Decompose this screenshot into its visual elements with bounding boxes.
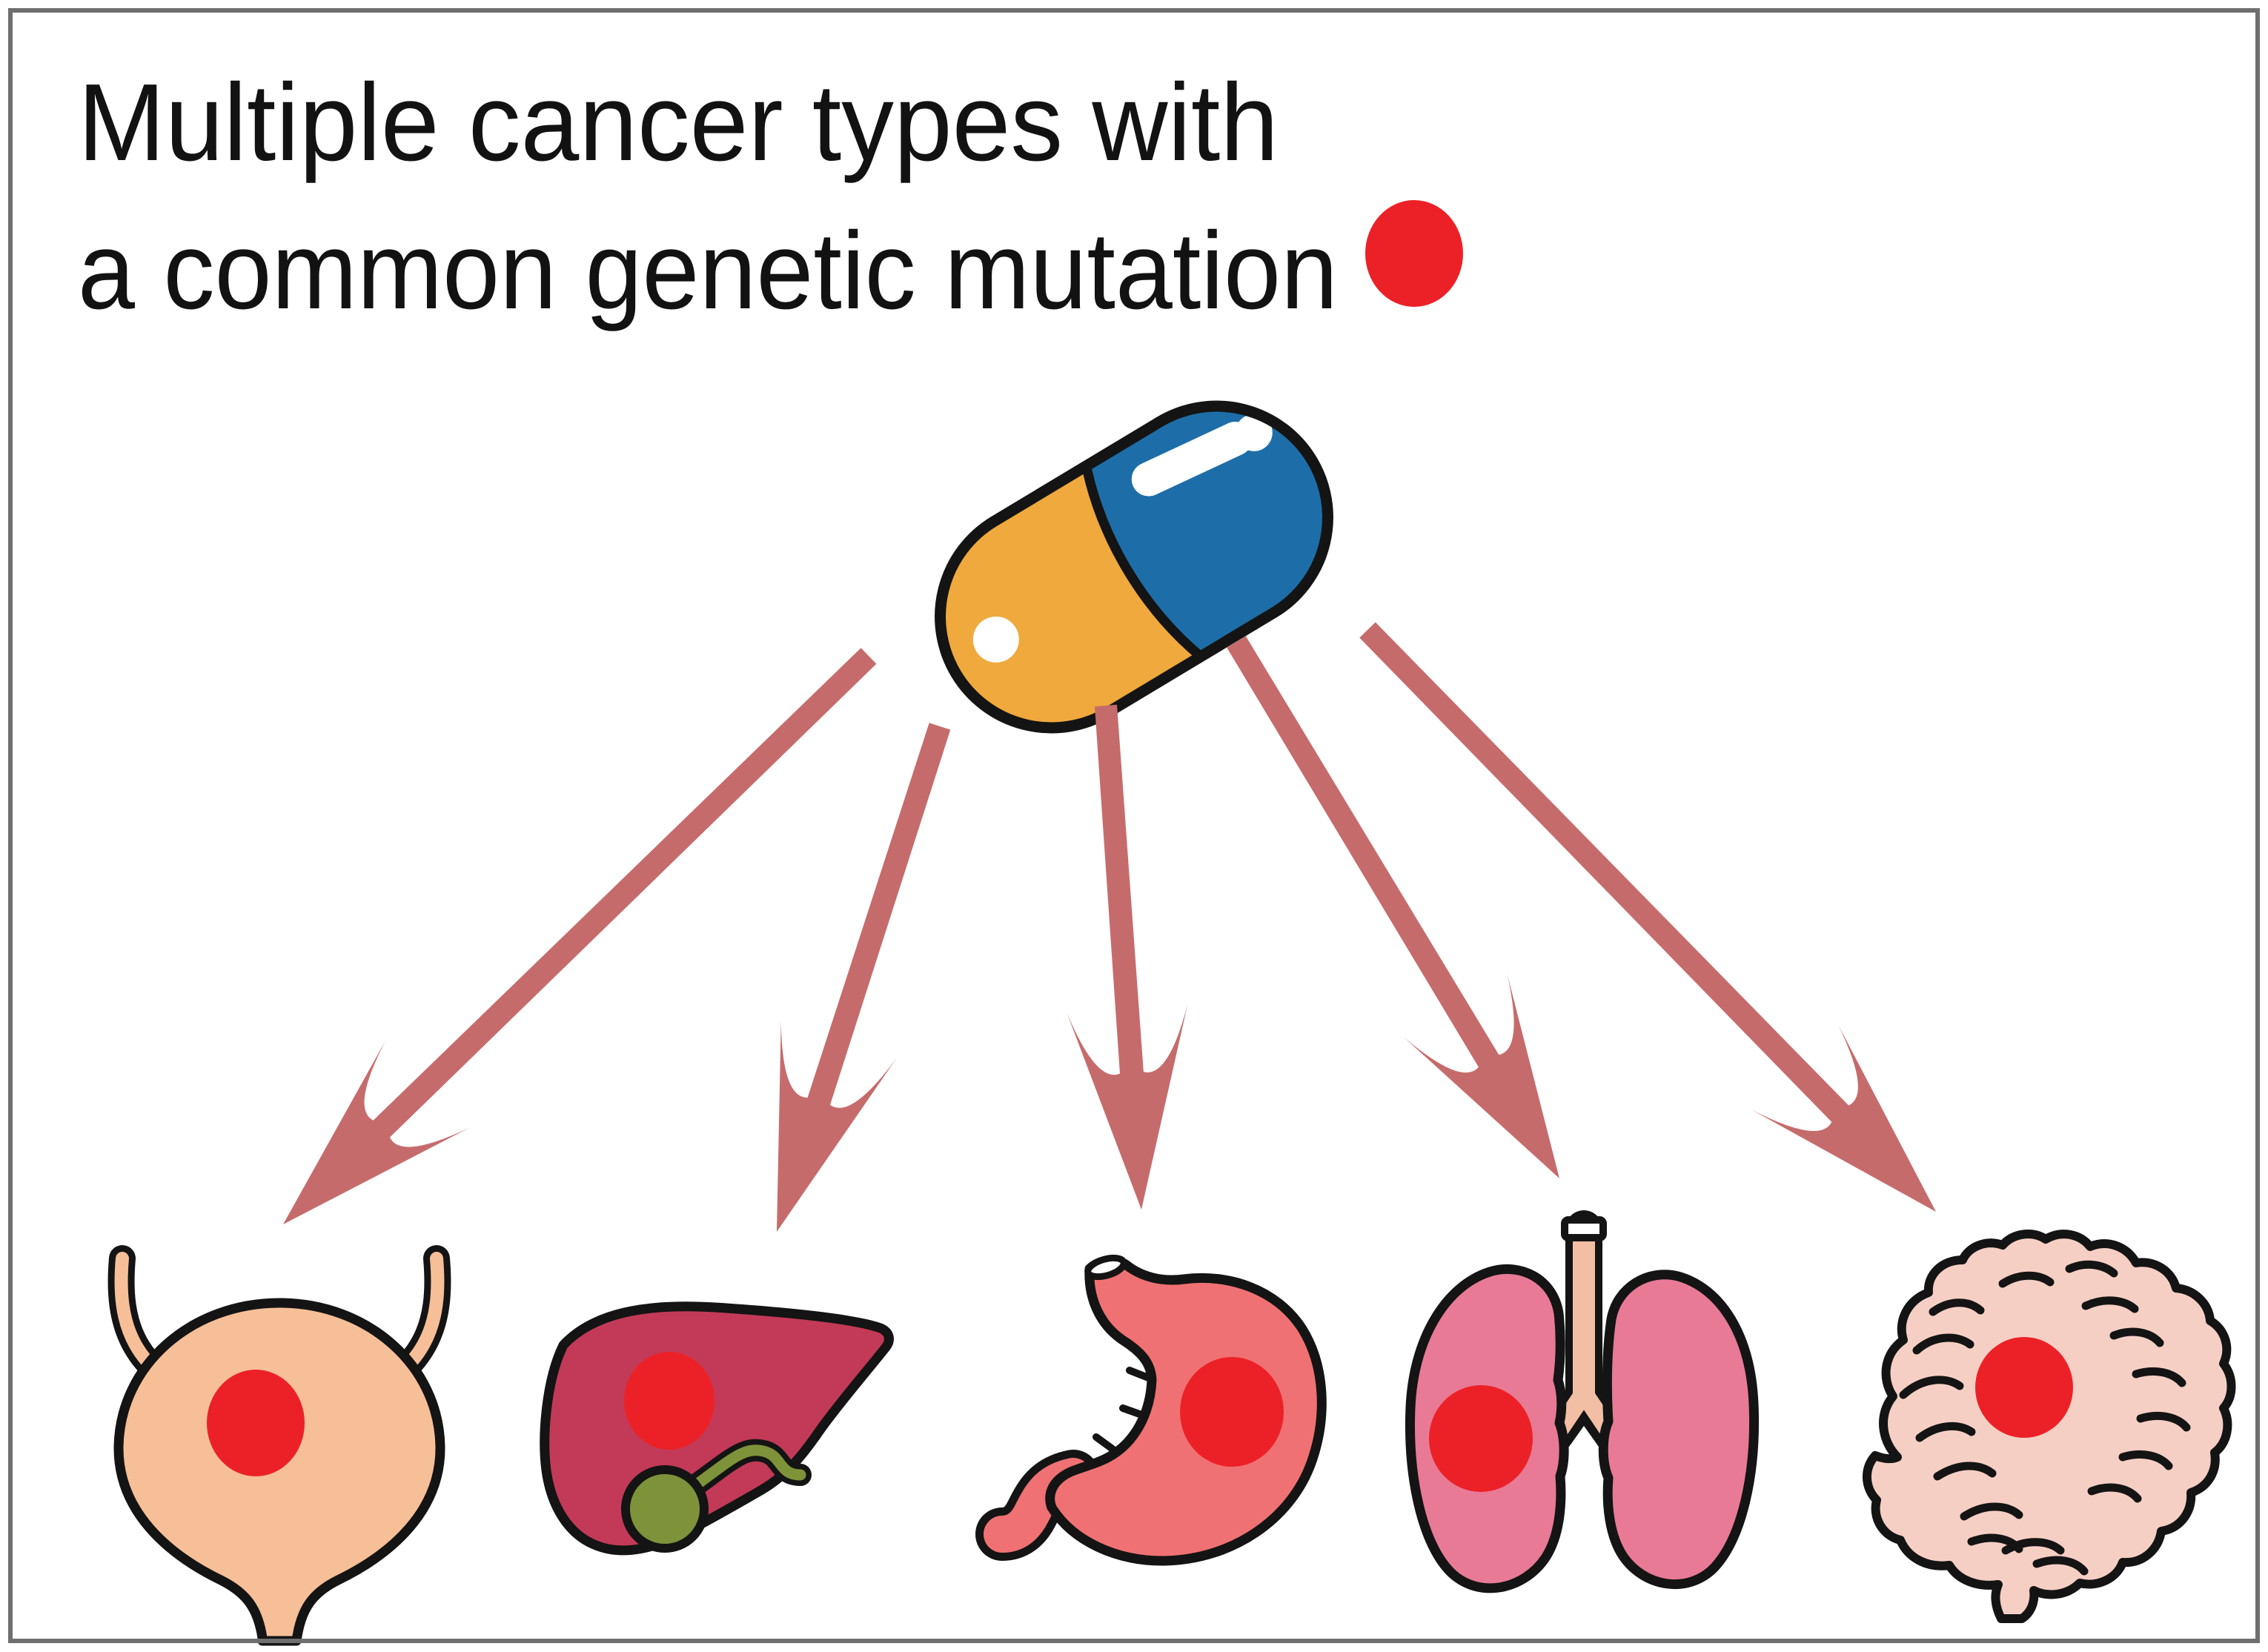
title-line-1: Multiple cancer types with — [78, 62, 1279, 184]
bladder-body — [113, 1298, 445, 1646]
pill-highlight-streak — [1131, 422, 1253, 497]
pill-highlight-dot — [972, 616, 1019, 663]
drug-capsule-icon — [935, 365, 1370, 734]
trachea-opening — [1561, 1216, 1607, 1241]
lungs-illustration — [1405, 1210, 1759, 1593]
bladder-illustration — [107, 1245, 451, 1646]
mutation-dot-brain — [1975, 1337, 2073, 1438]
mutation-dot-stomach — [1180, 1357, 1284, 1467]
stomach-curvature-notch — [1119, 1404, 1147, 1419]
arrow-to-liver — [777, 723, 951, 1232]
esophagus-opening — [1084, 1254, 1127, 1281]
legend-dot — [1365, 200, 1463, 307]
figure-border — [8, 8, 2260, 1643]
mutation-dots-layer — [207, 200, 2073, 1492]
pill-divider — [1081, 461, 1206, 662]
figure-title: Multiple cancer types with a common gene… — [78, 62, 1338, 332]
stomach-curvature-notch — [1092, 1433, 1116, 1453]
pill-outline — [935, 400, 1333, 734]
mutation-dot-bladder — [207, 1370, 305, 1476]
gallbladder-icon — [621, 1465, 709, 1553]
mutation-dot-liver — [624, 1352, 714, 1450]
liver-body — [540, 1301, 894, 1556]
lung-right — [1598, 1270, 1759, 1589]
arrows-layer — [283, 622, 1936, 1232]
liver-illustration — [540, 1301, 894, 1556]
stomach-curvature-notch — [1126, 1367, 1154, 1382]
gallbladder-duct-fill — [691, 1444, 806, 1490]
arrow-to-lungs — [1227, 636, 1559, 1178]
arrow-to-bladder — [283, 648, 877, 1224]
arrow-to-brain — [1359, 622, 1936, 1212]
arrow-to-stomach — [1067, 704, 1188, 1210]
title-line-2: a common genetic mutation — [78, 210, 1338, 332]
brain-gyri-lines — [1899, 1260, 2191, 1576]
mutation-dot-lung — [1429, 1385, 1533, 1492]
pill-highlight-blob — [1235, 414, 1273, 451]
